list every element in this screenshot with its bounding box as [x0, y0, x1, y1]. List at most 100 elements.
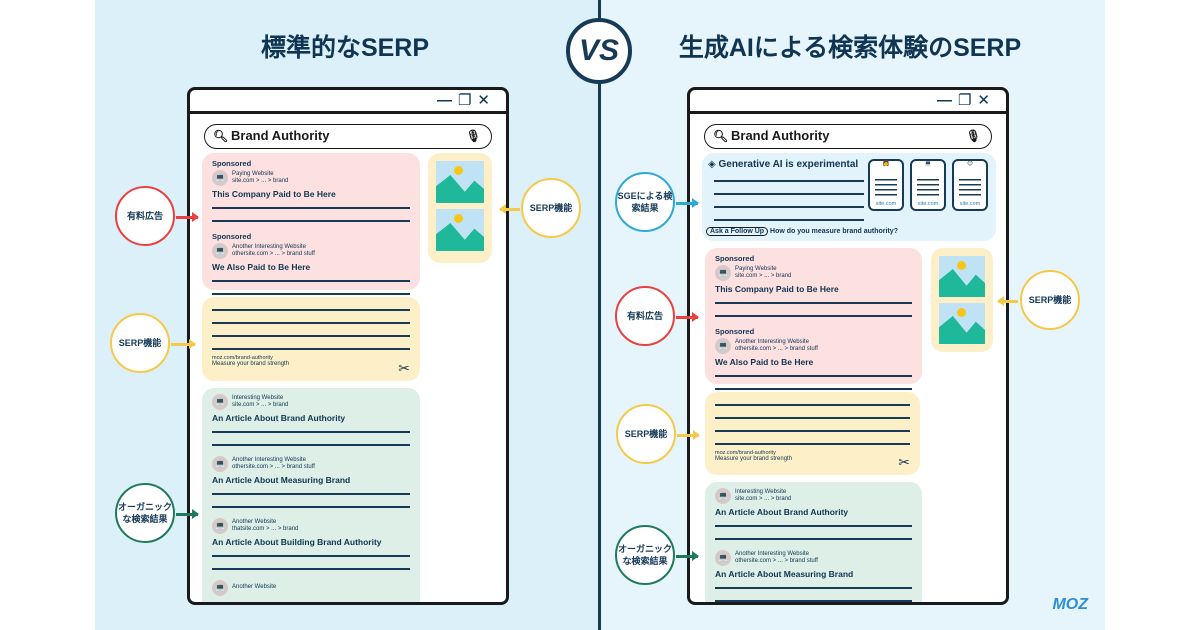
callout-sge: SGEによる検索結果 [615, 172, 675, 232]
minimize-icon[interactable]: — [436, 92, 458, 109]
image-pack [428, 153, 492, 263]
search-input[interactable]: 🔍︎Brand Authority🎙︎ [704, 124, 992, 149]
microphone-icon[interactable]: 🎙︎ [965, 129, 981, 143]
window-controls: —❐✕ [190, 90, 506, 114]
scissors-icon: ✂ [898, 454, 910, 470]
person-icon: 👩 [882, 161, 890, 167]
source-card[interactable]: 👩site.com [868, 159, 904, 211]
arrow-right-icon [676, 551, 699, 560]
snippet-url[interactable]: moz.com/brand-authority [715, 450, 776, 456]
follow-up-question[interactable]: How do you measure brand authority? [770, 228, 898, 235]
breadcrumb-url[interactable]: othersite.com > ... > brand stuff [735, 558, 818, 564]
laptop-icon: 💻 [212, 170, 228, 186]
search-query: Brand Authority [731, 128, 830, 143]
search-input[interactable]: 🔍︎Brand Authority🎙︎ [204, 124, 492, 149]
sge-ai-box: ◈ Generative AI is experimental 👩site.co… [702, 153, 996, 241]
breadcrumb-url[interactable]: othersite.com > ... > brand stuff [735, 346, 818, 352]
site-name: Another Website [232, 518, 277, 525]
source-card[interactable]: 😊site.com [952, 159, 988, 211]
vs-badge: VS [566, 18, 632, 84]
laptop-icon: 💻 [715, 488, 731, 504]
snippet-url[interactable]: moz.com/brand-authority [212, 355, 273, 361]
result-title[interactable]: An Article About Measuring Brand [212, 475, 351, 485]
breadcrumb-url[interactable]: site.com > ... > brand [232, 402, 289, 408]
arrow-left-icon [997, 296, 1018, 305]
site-name: Another Interesting Website [735, 550, 809, 557]
maximize-icon[interactable]: ❐ [957, 92, 978, 109]
text-lines [715, 581, 912, 602]
microphone-icon[interactable]: 🎙︎ [465, 129, 481, 143]
image-thumbnail[interactable] [939, 256, 985, 297]
sponsored-label: Sponsored [212, 159, 252, 168]
laptop-icon: 💻 [212, 580, 228, 596]
featured-snippet: moz.com/brand-authority Measure your bra… [705, 392, 920, 475]
image-thumbnail[interactable] [939, 303, 985, 344]
maximize-icon[interactable]: ❐ [457, 92, 478, 109]
result-title[interactable]: An Article About Building Brand Authorit… [212, 537, 382, 547]
minimize-icon[interactable]: — [936, 92, 958, 109]
arrow-right-icon [176, 509, 199, 518]
result-title[interactable]: This Company Paid to Be Here [715, 284, 839, 294]
laptop-icon: 💻 [212, 518, 228, 534]
result-title[interactable]: This Company Paid to Be Here [212, 189, 336, 199]
moz-logo: MOZ [1052, 596, 1088, 613]
diamond-icon: ◈ [708, 159, 716, 170]
arrow-right-icon [176, 212, 199, 221]
snippet-text: Measure your brand strength [715, 456, 793, 462]
result-title[interactable]: An Article About Brand Authority [715, 507, 849, 517]
right-browser-window: —❐✕ 🔍︎Brand Authority🎙︎ ◈ Generative AI … [687, 87, 1009, 605]
divider [598, 0, 601, 630]
arrow-right-icon [677, 430, 700, 439]
image-thumbnail[interactable] [436, 161, 484, 203]
breadcrumb-url[interactable]: site.com > ... > brand [232, 178, 289, 184]
ask-follow-up-button[interactable]: Ask a Follow Up [706, 227, 769, 236]
site-name: Interesting Website [232, 394, 284, 401]
result-title[interactable]: An Article About Brand Authority [212, 413, 346, 423]
scissors-icon: ✂ [398, 360, 410, 376]
search-icon: 🔍︎ [213, 129, 229, 143]
breadcrumb-url[interactable]: thatsite.com > ... > brand [232, 526, 299, 532]
breadcrumb-url[interactable]: othersite.com > ... > brand stuff [232, 464, 315, 470]
featured-snippet: moz.com/brand-authority Measure your bra… [202, 297, 420, 381]
result-title[interactable]: We Also Paid to Be Here [212, 262, 311, 272]
site-name: Another Interesting Website [232, 243, 306, 250]
arrow-right-icon [676, 312, 699, 321]
breadcrumb-url[interactable]: othersite.com > ... > brand stuff [232, 251, 315, 257]
result-title[interactable]: We Also Paid to Be Here [715, 357, 814, 367]
arrow-left-icon [499, 204, 520, 213]
source-card[interactable]: 💻site.com [910, 159, 946, 211]
laptop-icon: 💻 [212, 243, 228, 259]
snippet-text: Measure your brand strength [212, 361, 290, 367]
breadcrumb-url[interactable]: site.com > ... > brand [735, 496, 792, 502]
result-title[interactable]: An Article About Measuring Brand [715, 569, 854, 579]
site-name: Another Interesting Website [735, 338, 809, 345]
text-lines [212, 303, 410, 355]
close-icon[interactable]: ✕ [977, 92, 996, 109]
close-icon[interactable]: ✕ [477, 92, 496, 109]
laptop-icon: 💻 [715, 550, 731, 566]
organic-result: 💻Another Website [212, 580, 410, 596]
image-thumbnail[interactable] [436, 209, 484, 251]
callout-serp-feature: SERP機能 [1020, 270, 1080, 330]
laptop-icon: 💻 [212, 456, 228, 472]
laptop-icon: 💻 [924, 161, 932, 167]
breadcrumb-url[interactable]: site.com > ... > brand [735, 273, 792, 279]
text-lines [714, 174, 864, 226]
right-title: 生成AIによる検索体験のSERP [678, 34, 1022, 62]
callout-paid-ads: 有料広告 [615, 286, 675, 346]
sponsored-label: Sponsored [212, 232, 252, 241]
